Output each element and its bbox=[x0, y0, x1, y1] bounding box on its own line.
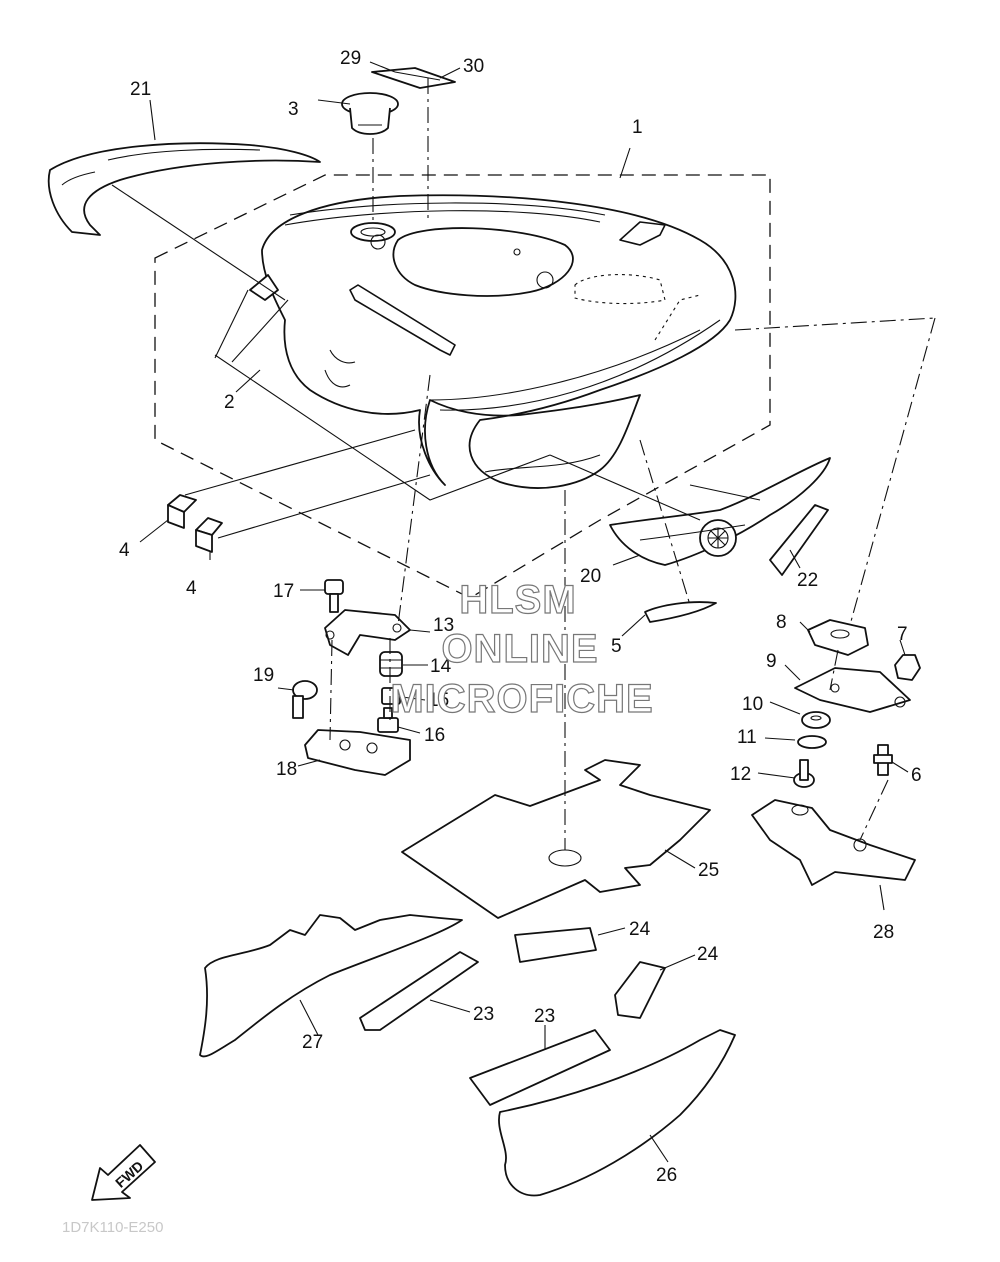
callout-17: 17 bbox=[273, 581, 294, 602]
callout-16: 16 bbox=[424, 725, 445, 746]
collar-15 bbox=[381, 687, 401, 705]
callout-23b: 23 bbox=[534, 1006, 555, 1027]
damper-14 bbox=[379, 651, 403, 677]
fuel-tank bbox=[261, 194, 737, 489]
watermark-line2: ONLINE bbox=[441, 627, 598, 671]
callout-23a: 23 bbox=[473, 1004, 494, 1025]
callout-22: 22 bbox=[797, 570, 818, 591]
watermark-line3: MICROFICHE bbox=[390, 677, 653, 721]
assembly-boundary bbox=[154, 174, 771, 599]
watermark-line1: HLSM bbox=[459, 578, 576, 622]
callout-numbers: 1 2 3 4 4 5 6 7 8 9 10 11 12 13 14 15 16… bbox=[119, 48, 922, 1186]
callout-26: 26 bbox=[656, 1165, 677, 1186]
callout-27: 27 bbox=[302, 1032, 323, 1053]
side-cover-21 bbox=[47, 142, 321, 236]
diagram-code: 1D7K110-E250 bbox=[62, 1219, 163, 1236]
fwd-arrow-icon: FWD bbox=[91, 1144, 156, 1201]
callout-25: 25 bbox=[698, 860, 719, 881]
callout-28: 28 bbox=[873, 922, 894, 943]
damper-4 bbox=[167, 494, 223, 553]
washer-10 bbox=[801, 711, 831, 729]
washer-11 bbox=[797, 735, 827, 749]
callout-24a: 24 bbox=[629, 919, 651, 940]
watermark: HLSM ONLINE MICROFICHE bbox=[390, 577, 654, 721]
bracket-13 bbox=[324, 609, 411, 656]
callout-29: 29 bbox=[340, 48, 361, 69]
callout-21: 21 bbox=[130, 79, 151, 100]
callout-2: 2 bbox=[224, 392, 235, 413]
callout-18: 18 bbox=[276, 759, 297, 780]
plate-9 bbox=[794, 667, 911, 713]
callout-8: 8 bbox=[776, 612, 787, 633]
nut-7 bbox=[894, 654, 921, 681]
callout-4b: 4 bbox=[186, 578, 197, 599]
stud-6 bbox=[873, 744, 893, 776]
bolt-16 bbox=[377, 707, 399, 733]
tank-emblem-20 bbox=[609, 457, 831, 566]
callout-7: 7 bbox=[897, 624, 908, 645]
side-panel-2 bbox=[214, 274, 289, 363]
damper-24b bbox=[614, 961, 666, 1019]
callout-9: 9 bbox=[766, 651, 777, 672]
bracket-18 bbox=[304, 729, 411, 776]
callout-12: 12 bbox=[730, 764, 751, 785]
callout-20: 20 bbox=[580, 566, 601, 587]
callout-30: 30 bbox=[463, 56, 484, 77]
screw-12 bbox=[793, 759, 815, 788]
bracket-28 bbox=[751, 799, 916, 886]
damper-23a bbox=[359, 951, 479, 1031]
callout-14: 14 bbox=[430, 656, 452, 677]
leader-lines bbox=[139, 61, 909, 1163]
callout-5: 5 bbox=[611, 636, 622, 657]
damper-23b bbox=[469, 1029, 611, 1106]
callout-6: 6 bbox=[911, 765, 922, 786]
callout-13: 13 bbox=[433, 615, 454, 636]
callout-11: 11 bbox=[737, 727, 757, 748]
screw-19 bbox=[292, 680, 318, 719]
bracket-8 bbox=[807, 619, 869, 656]
label-29-30 bbox=[371, 67, 456, 89]
tank-mat-25 bbox=[401, 759, 711, 919]
damper-24a bbox=[514, 927, 597, 963]
stripe-decal-22 bbox=[769, 504, 829, 576]
callout-3: 3 bbox=[288, 99, 299, 120]
callout-4a: 4 bbox=[119, 540, 130, 561]
callout-10: 10 bbox=[742, 694, 763, 715]
callout-1: 1 bbox=[632, 117, 643, 138]
side-pad-27 bbox=[199, 914, 463, 1058]
callout-15: 15 bbox=[428, 690, 449, 711]
filler-cap-3 bbox=[341, 92, 399, 135]
side-pad-26 bbox=[498, 1029, 736, 1197]
bolt-17 bbox=[324, 579, 344, 613]
callout-19: 19 bbox=[253, 665, 274, 686]
assembly-lines bbox=[111, 78, 936, 850]
decal-5 bbox=[644, 601, 717, 623]
callout-24b: 24 bbox=[697, 944, 719, 965]
